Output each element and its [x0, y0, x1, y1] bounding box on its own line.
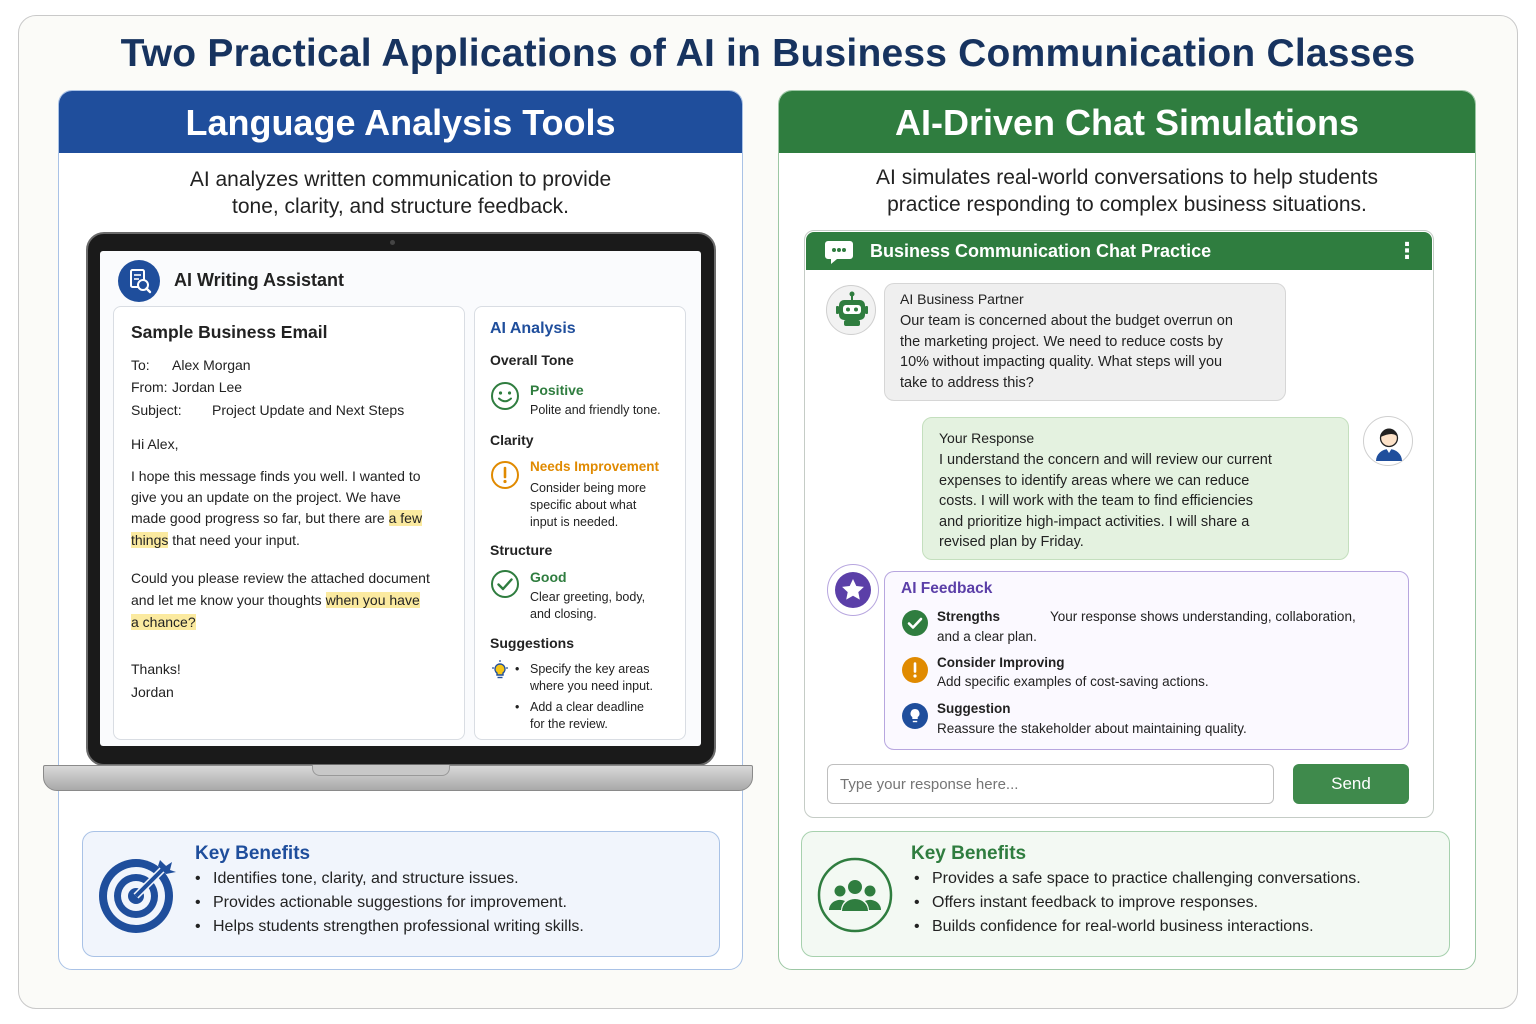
improve-label: Consider Improving — [937, 655, 1065, 670]
tone-heading: Overall Tone — [490, 352, 574, 368]
clarity-status: Needs Improvement — [530, 459, 660, 474]
group-icon — [816, 856, 894, 934]
bot-message-bubble — [884, 283, 1286, 401]
check-icon — [490, 569, 520, 599]
email-line: a chance? — [131, 614, 196, 630]
document-search-icon — [118, 260, 160, 302]
email-signature: Jordan — [131, 684, 174, 700]
ai-feedback-bubble — [884, 571, 1409, 750]
highlighted-phrase: things — [131, 532, 169, 548]
benefits-list: Provides a safe space to practice challe… — [914, 867, 1361, 939]
lightbulb-icon — [902, 703, 928, 729]
send-button[interactable]: Send — [1293, 764, 1409, 804]
suggestion-item: Specify the key areas where you need inp… — [530, 662, 654, 693]
list-item: Provides a safe space to practice challe… — [914, 867, 1361, 891]
email-line: and let me know your thoughts when you h… — [131, 592, 420, 608]
more-menu-icon[interactable]: ⋮ — [1396, 238, 1418, 263]
benefits-list: Identifies tone, clarity, and structure … — [195, 867, 584, 939]
user-name: Your Response — [939, 430, 1035, 446]
user-message-text: I understand the concern and will review… — [939, 452, 1272, 550]
robot-icon — [826, 285, 876, 335]
camera — [390, 240, 395, 245]
email-signoff: Thanks! — [131, 661, 181, 677]
panel-description: AI analyzes written communication to pro… — [189, 168, 612, 218]
warning-icon — [490, 460, 520, 490]
smiley-icon — [490, 381, 520, 411]
check-icon — [902, 610, 928, 636]
email-line: things that need your input. — [131, 532, 300, 548]
laptop-notch — [312, 765, 450, 776]
email-subject-label: Subject: — [131, 402, 182, 418]
app-title: AI Writing Assistant — [174, 270, 345, 290]
panel-description: AI simulates real-world conversations to… — [876, 166, 1378, 216]
email-to-label: To: — [131, 357, 150, 373]
bot-message-text: Our team is concerned about the budget o… — [900, 313, 1233, 391]
user-message-bubble — [922, 417, 1349, 560]
suggestions-heading: Suggestions — [490, 635, 575, 651]
analysis-title: AI Analysis — [490, 320, 576, 337]
highlighted-phrase: a chance? — [131, 614, 196, 630]
email-from-label: From: — [131, 379, 168, 395]
chat-title-bar — [806, 232, 1432, 270]
email-line: I hope this message finds you well. I wa… — [131, 468, 421, 484]
suggestion-bullet: • — [515, 662, 520, 676]
panel-heading: Language Analysis Tools — [59, 91, 742, 153]
email-greeting: Hi Alex, — [131, 436, 179, 452]
clarity-note: Consider being more specific about what … — [530, 481, 647, 529]
email-line: Could you please review the attached doc… — [131, 570, 430, 586]
email-subject-value: Project Update and Next Steps — [212, 402, 405, 418]
tone-note: Polite and friendly tone. — [530, 403, 661, 417]
structure-heading: Structure — [490, 542, 553, 558]
feedback-title: AI Feedback — [901, 580, 993, 597]
email-line: made good progress so far, but there are… — [131, 510, 423, 526]
lightbulb-icon — [489, 659, 511, 681]
page-title: Two Practical Applications of AI in Busi… — [120, 32, 1416, 75]
email-to-value: Alex Morgan — [172, 357, 251, 373]
strengths-text: Your response shows understanding, colla… — [1050, 609, 1356, 624]
benefits-title: Key Benefits — [911, 843, 1027, 864]
improve-text: Add specific examples of cost-saving act… — [937, 674, 1209, 689]
suggestion-text: Reassure the stakeholder about maintaini… — [937, 721, 1247, 736]
structure-status: Good — [530, 569, 567, 585]
user-icon — [1363, 416, 1413, 466]
star-icon — [827, 564, 879, 616]
target-icon — [96, 852, 180, 936]
email-line: give you an update on the project. We ha… — [131, 489, 401, 505]
benefits-title: Key Benefits — [195, 843, 311, 864]
highlighted-phrase: when you have — [325, 592, 420, 608]
chat-icon — [824, 238, 854, 266]
suggestion-item: Add a clear deadline for the review. — [530, 700, 644, 731]
warning-icon — [902, 657, 928, 683]
suggestion-label: Suggestion — [937, 701, 1011, 716]
list-item: Identifies tone, clarity, and structure … — [195, 867, 584, 891]
email-from-value: Jordan Lee — [172, 379, 243, 395]
tone-status: Positive — [530, 382, 584, 398]
strengths-label: Strengths — [937, 609, 1001, 624]
list-item: Builds confidence for real-world busines… — [914, 915, 1361, 939]
bot-name: AI Business Partner — [900, 291, 1024, 307]
chat-title: Business Communication Chat Practice — [870, 241, 1212, 261]
panel-heading: AI-Driven Chat Simulations — [779, 91, 1475, 153]
highlighted-phrase: a few — [388, 510, 423, 526]
structure-note: Clear greeting, body, and closing. — [530, 590, 646, 621]
list-item: Provides actionable suggestions for impr… — [195, 891, 584, 915]
strengths-text: and a clear plan. — [937, 629, 1037, 644]
clarity-heading: Clarity — [490, 432, 534, 448]
list-item: Offers instant feedback to improve respo… — [914, 891, 1361, 915]
list-item: Helps students strengthen professional w… — [195, 915, 584, 939]
email-card-title: Sample Business Email — [131, 322, 328, 342]
response-input[interactable] — [827, 764, 1274, 804]
suggestion-bullet: • — [515, 700, 520, 714]
ai-analysis-card — [474, 306, 686, 740]
